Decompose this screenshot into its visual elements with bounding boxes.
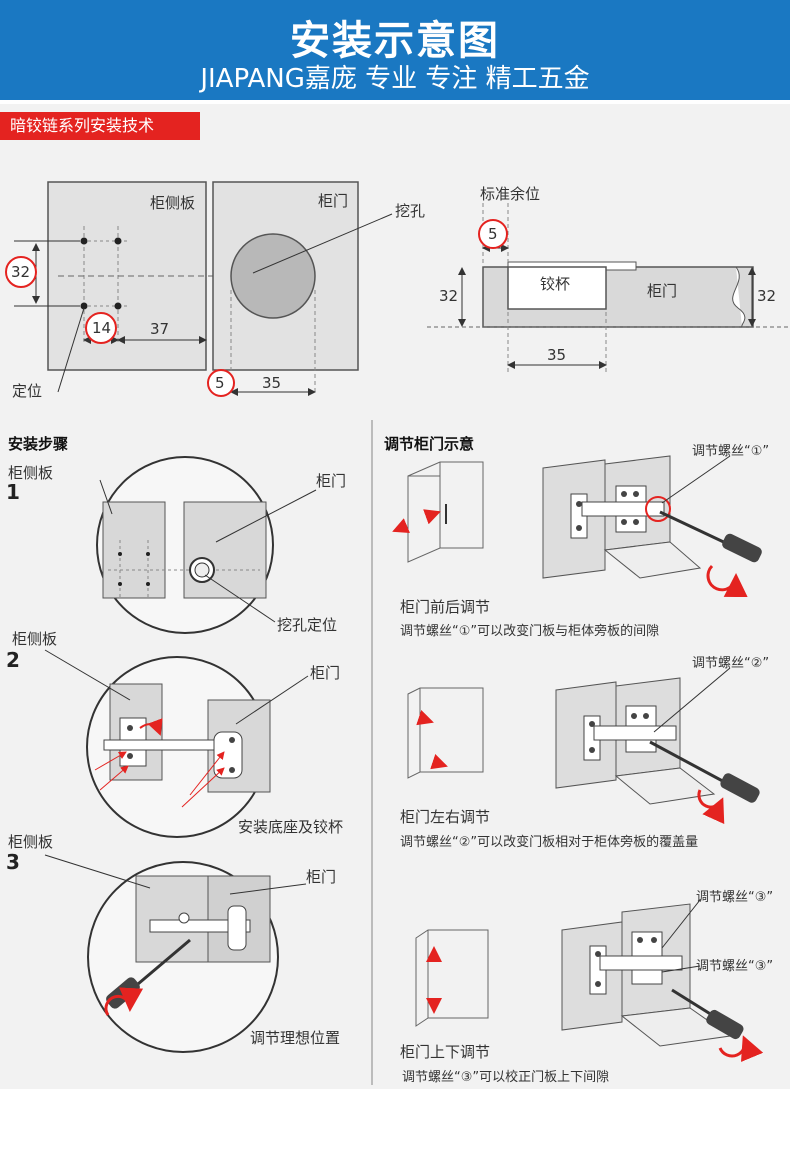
step2-number: 2	[6, 648, 20, 672]
section-tag: 暗铰链系列安装技术	[0, 112, 200, 140]
adjust1-title: 柜门前后调节	[400, 598, 491, 616]
dim-35-cup: 35	[547, 346, 567, 364]
dim-32-vertical: 32	[11, 263, 31, 281]
step2-drawing	[44, 649, 309, 838]
adjust1-drawing	[392, 455, 762, 598]
adjust3-title: 柜门上下调节	[400, 1043, 491, 1061]
install-steps-heading: 安装步骤	[8, 435, 69, 453]
page-header: 安装示意图 JIAPANG嘉庞 专业 专注 精工五金	[0, 0, 790, 100]
dim-32-left: 32	[439, 287, 459, 305]
adjust2-desc: 调节螺丝“②”可以改变门板相对于柜体旁板的覆盖量	[400, 835, 699, 850]
label-door: 柜门	[318, 192, 349, 210]
step1-number: 1	[6, 480, 20, 504]
adjust3-desc: 调节螺丝“③”可以校正门板上下间隙	[402, 1070, 610, 1085]
adjust3-screw-label-2: 调节螺丝“③”	[696, 959, 774, 974]
adjust-heading: 调节柜门示意	[384, 435, 475, 453]
step3-label-door: 柜门	[306, 868, 337, 886]
dim-5-margin: 5	[488, 225, 498, 243]
label-drill-hole: 挖孔	[395, 202, 426, 220]
step2-label-door: 柜门	[310, 664, 341, 682]
dim-32-right: 32	[757, 287, 777, 305]
step1-label-side: 柜侧板	[8, 464, 54, 482]
adjust1-screw-label: 调节螺丝“①”	[692, 444, 770, 459]
step1-label-door: 柜门	[316, 472, 347, 490]
hinge-cup-section-drawing	[427, 203, 790, 372]
adjust2-screw-label: 调节螺丝“②”	[692, 656, 770, 671]
label-cabinet-side: 柜侧板	[150, 194, 196, 212]
label-hinge-cup: 铰杯	[540, 275, 571, 293]
adjust3-screw-label-1: 调节螺丝“③”	[696, 890, 774, 905]
step2-label-action: 安装底座及铰杯	[238, 818, 344, 836]
label-standard-margin: 标准余位	[480, 185, 541, 203]
dim-35-door: 35	[262, 374, 282, 392]
dim-5-door: 5	[215, 374, 225, 392]
adjust2-title: 柜门左右调节	[400, 808, 491, 826]
label-door-section: 柜门	[647, 282, 678, 300]
step3-number: 3	[6, 850, 20, 874]
page-title: 安装示意图	[290, 18, 500, 64]
step1-drawing	[96, 456, 317, 634]
step3-label-side: 柜侧板	[8, 833, 54, 851]
step1-label-action: 挖孔定位	[277, 616, 338, 634]
step3-label-action: 调节理想位置	[250, 1029, 341, 1047]
door-panel-drawing	[207, 181, 393, 397]
step2-label-side: 柜侧板	[12, 630, 58, 648]
adjust2-drawing	[407, 667, 760, 825]
adjust3-drawing	[415, 899, 764, 1062]
brand-slogan: JIAPANG嘉庞 专业 专注 精工五金	[200, 64, 590, 94]
label-position: 定位	[12, 382, 43, 400]
step3-drawing	[44, 854, 307, 1053]
dim-37: 37	[150, 320, 170, 338]
dim-14: 14	[92, 319, 112, 337]
adjust1-desc: 调节螺丝“①”可以改变门板与柜体旁板的间隙	[400, 624, 660, 639]
